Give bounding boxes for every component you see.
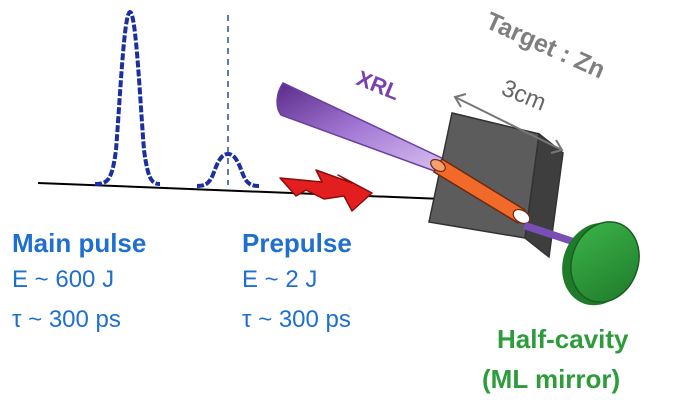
time-axis-line [37,182,469,201]
prepulse-duration: τ ~ 300 ps [242,306,351,333]
main-pulse-title: Main pulse [12,228,147,258]
half-cavity-line2: (ML mirror) [482,364,621,394]
xrl-label: XRL [353,65,403,105]
prepulse-curve [196,151,260,188]
green-disk-mirror-icon [562,221,640,306]
plasma-column [430,157,531,225]
main-pulse-energy: E ~ 600 J [12,266,115,293]
red-lightning-arrow-icon [279,169,373,212]
prepulse-title: Prepulse [242,228,352,258]
target-label: Target : Zn [482,7,610,84]
xrl-feedback-beam [523,222,580,247]
main-pulse-curve [94,9,161,186]
prepulse-energy: E ~ 2 J [242,266,318,293]
main-pulse-duration: τ ~ 300 ps [12,306,121,333]
target-size-label: 3cm [498,75,550,117]
size-dimension-arrow [453,93,564,154]
half-cavity-line1: Half-cavity [497,324,629,354]
xrl-beam [276,82,448,173]
